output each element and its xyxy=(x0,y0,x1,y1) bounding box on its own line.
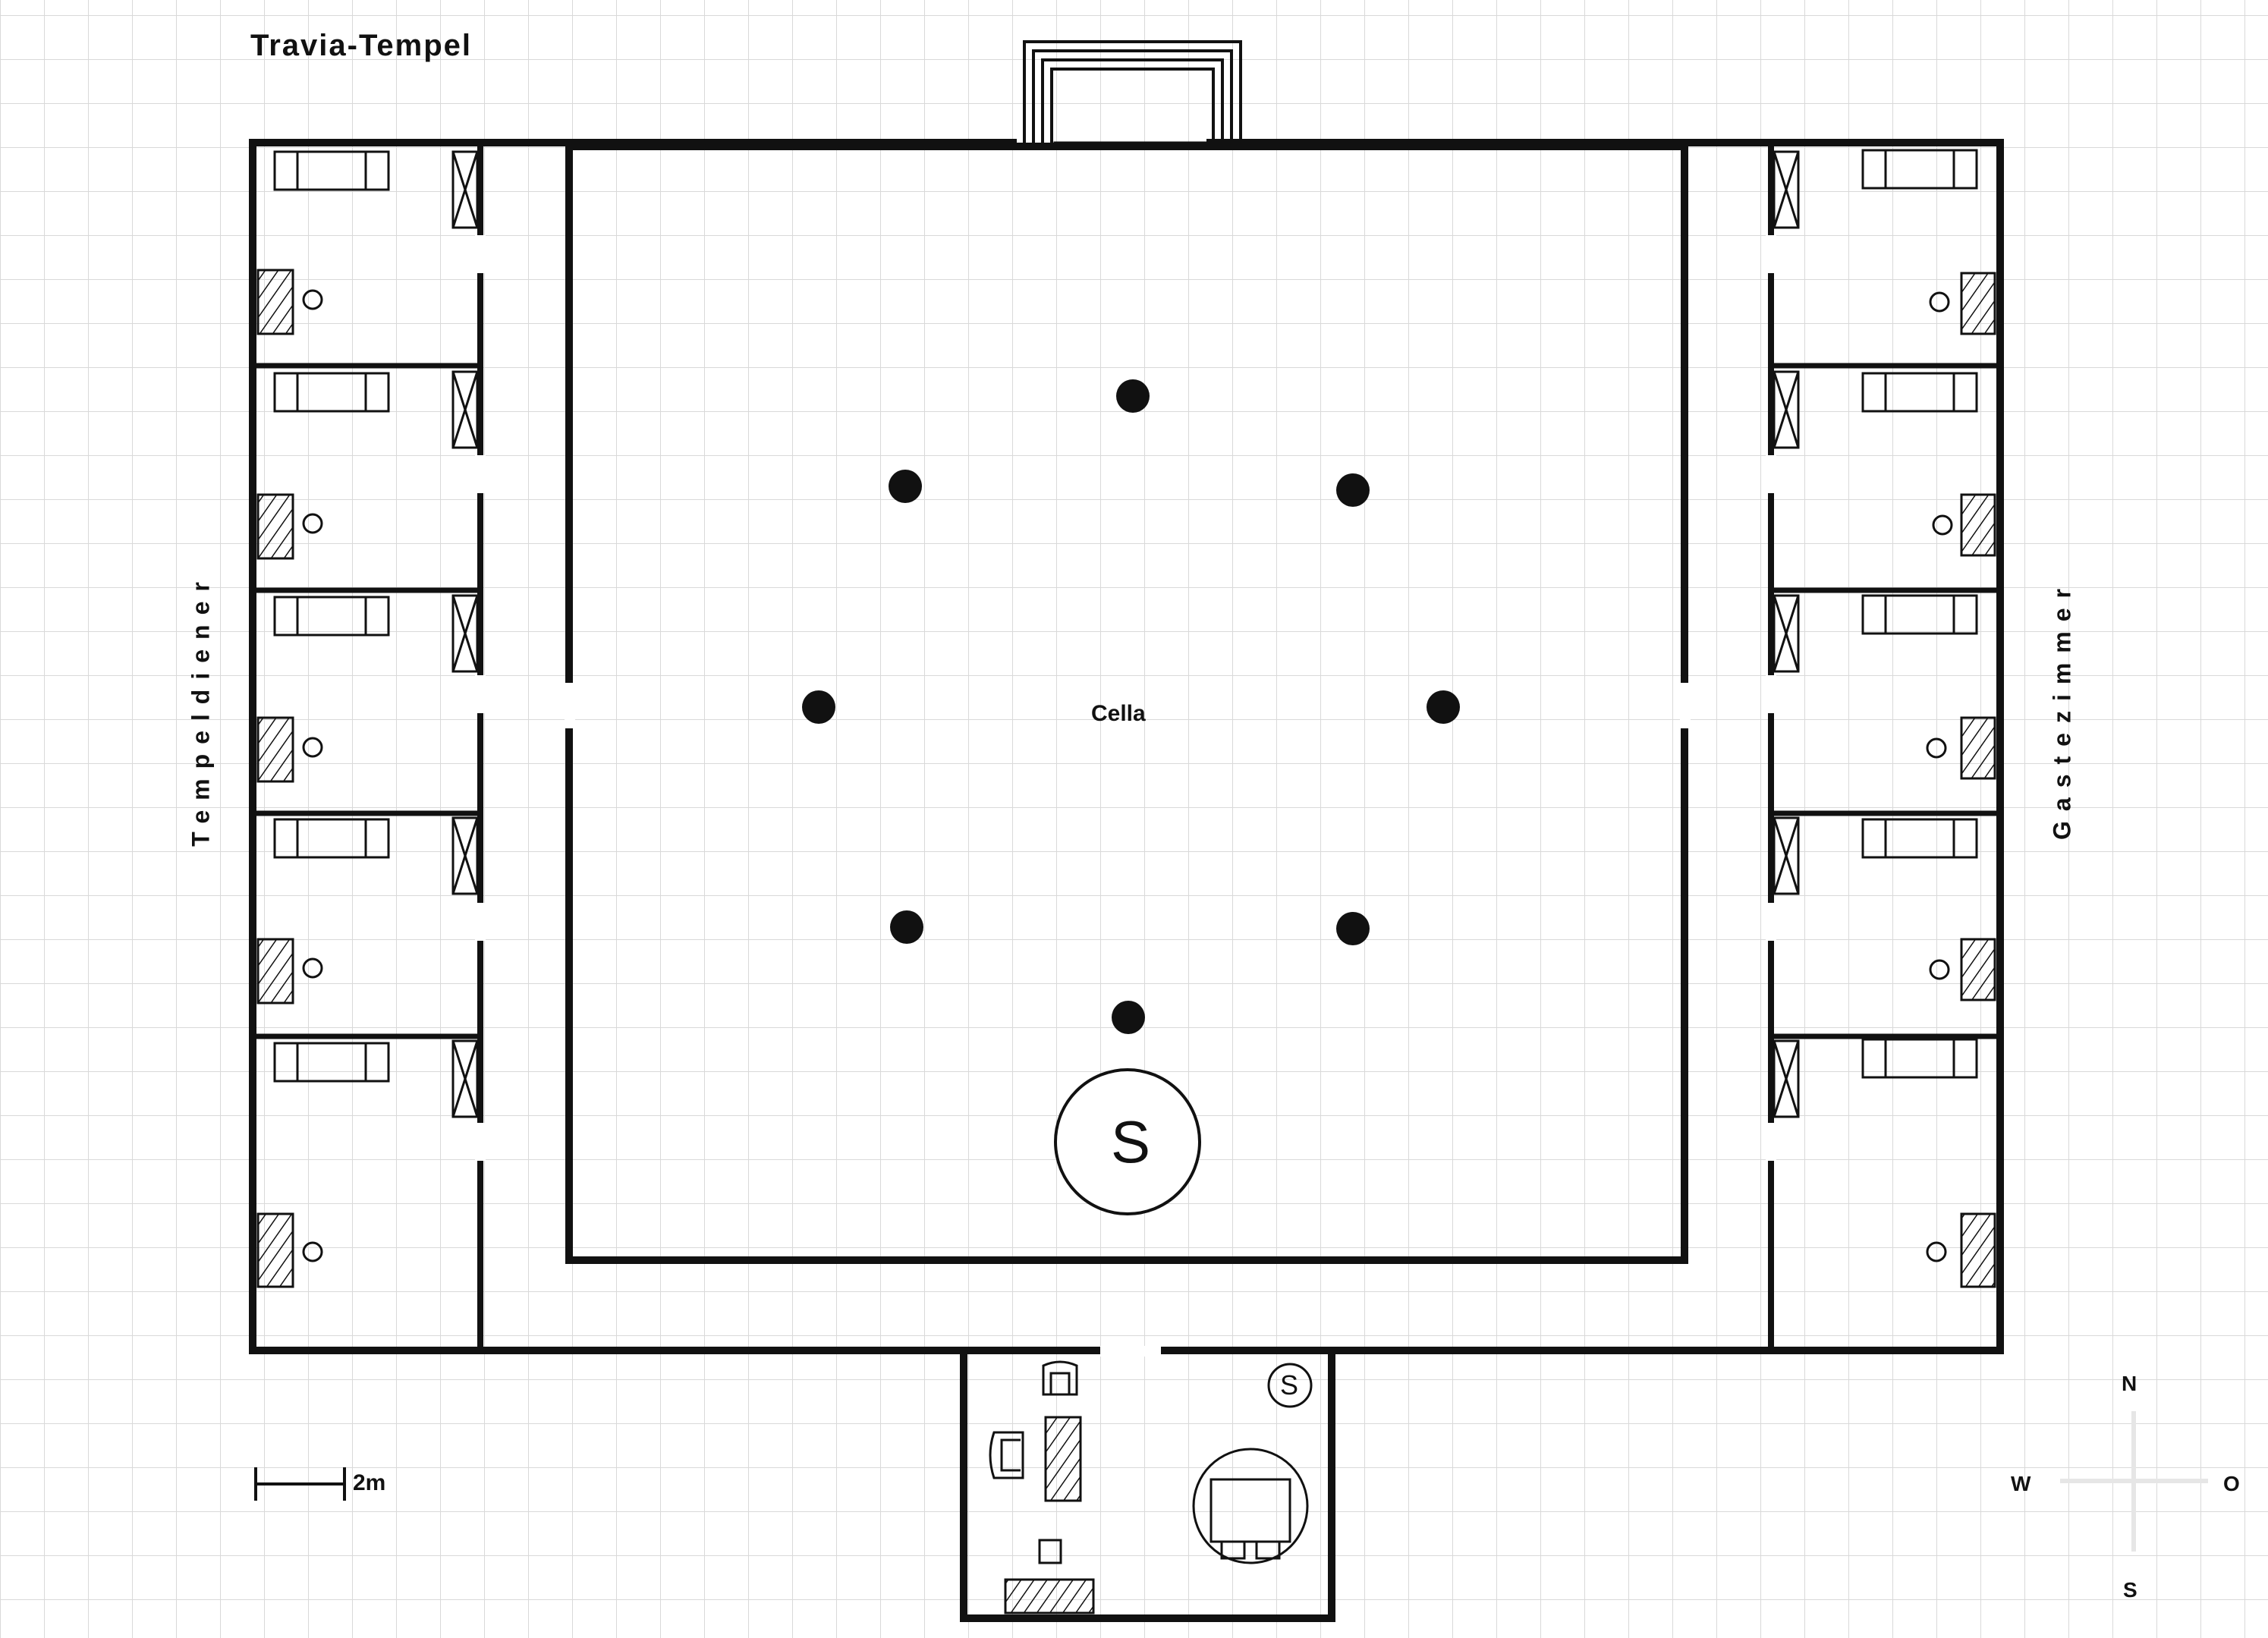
pillar xyxy=(1336,473,1370,507)
altar-symbol: S xyxy=(1111,1108,1151,1175)
east-rooms xyxy=(1773,149,1996,1288)
pillar xyxy=(1427,690,1460,724)
altar xyxy=(1054,1068,1201,1215)
pillar xyxy=(889,470,922,503)
small-altar-symbol: S xyxy=(1280,1369,1299,1401)
pillar xyxy=(1336,912,1370,945)
annex-furniture xyxy=(989,1360,1313,1614)
compass-west: W xyxy=(2011,1472,2031,1495)
scale-bar xyxy=(254,1467,346,1501)
pillar xyxy=(1116,379,1150,413)
door-openings xyxy=(475,235,1776,1357)
pillar xyxy=(802,690,835,724)
compass-south: S xyxy=(2123,1578,2137,1602)
pillar xyxy=(890,910,923,944)
map-title: Travia-Tempel xyxy=(250,29,473,62)
compass-north: N xyxy=(2122,1372,2137,1395)
compass-east: O xyxy=(2223,1472,2240,1495)
main-hall-label: Cella xyxy=(1091,701,1146,726)
pillars xyxy=(802,379,1460,1034)
entrance-steps xyxy=(1023,40,1242,143)
pillar xyxy=(1112,1001,1145,1034)
west-rooms xyxy=(256,150,479,1288)
scale-bar-label: 2m xyxy=(353,1470,386,1495)
east-wing-label: Gastezimmer xyxy=(2048,579,2076,840)
compass-rose xyxy=(2060,1411,2208,1552)
west-wing-label: Tempeldiener xyxy=(187,572,215,847)
